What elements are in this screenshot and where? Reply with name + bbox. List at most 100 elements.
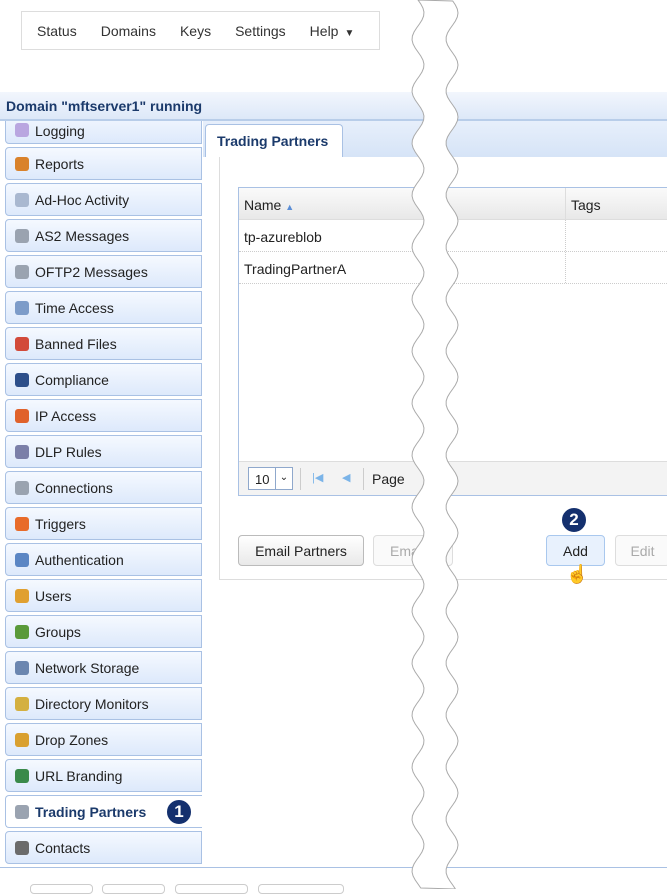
sidebar-item-label: Compliance [35,371,109,388]
sort-asc-icon: ▲ [285,202,295,212]
nav-settings[interactable]: Settings [235,22,286,39]
sidebar-item-url-branding[interactable]: URL Branding [5,759,202,792]
callout-badge-1: 1 [166,799,192,825]
sidebar-item-label: DLP Rules [35,443,102,460]
sidebar-item-label: Logging [35,123,85,139]
sidebar-item-ad-hoc-activity[interactable]: Ad-Hoc Activity [5,183,202,216]
sidebar-item-groups[interactable]: Groups [5,615,202,648]
column-header-tags[interactable]: Tags [571,197,601,213]
sidebar-item-directory-monitors[interactable]: Directory Monitors [5,687,202,720]
sidebar-item-label: Connections [35,479,113,496]
sidebar-item-label: Authentication [35,551,124,568]
page-label: Page [372,471,405,487]
gear-icon [15,480,29,495]
gear-icon [15,804,29,819]
sidebar-item-label: OFTP2 Messages [35,263,148,280]
firewall-icon [15,408,29,423]
footer-button[interactable] [30,884,93,894]
sidebar-item-dlp-rules[interactable]: DLP Rules [5,435,202,468]
sidebar-item-label: Groups [35,623,81,640]
officer-icon [15,372,29,387]
cell-name: tp-azureblob [239,220,566,251]
network-icon [15,660,29,675]
sidebar-item-oftp2-messages[interactable]: OFTP2 Messages [5,255,202,288]
partners-grid [238,187,667,496]
hand-cursor-icon: ☝ [566,564,589,584]
clock-icon [15,300,29,315]
sidebar-item-drop-zones[interactable]: Drop Zones [5,723,202,756]
footer-button[interactable] [258,884,344,894]
id-card-icon [15,552,29,567]
column-header-name[interactable]: Name ▲ [239,188,566,220]
nav-keys[interactable]: Keys [179,22,212,39]
domain-status-bar: Domain "mftserver1" running [0,92,667,121]
sidebar-item-label: Directory Monitors [35,695,149,712]
sidebar-item-label: Reports [35,155,85,172]
sidebar-item-network-storage[interactable]: Network Storage [5,651,202,684]
gears-icon [15,228,29,243]
sidebar-item-connections[interactable]: Connections [5,471,202,504]
sidebar-item-banned-files[interactable]: Banned Files [5,327,202,360]
column-name-label: Name [244,197,282,213]
sidebar-item-users[interactable]: Users [5,579,202,612]
prev-page-icon[interactable]: ◀ [342,472,351,484]
caret-down-icon: ▼ [344,27,355,39]
sidebar-item-triggers[interactable]: Triggers [5,507,202,540]
envelope-icon [15,192,29,207]
sidebar-item-authentication[interactable]: Authentication [5,543,202,576]
cell-name: TradingPartnerA [239,252,566,283]
sidebar-item-label: Trading Partners [35,803,147,820]
trigger-icon [15,516,29,531]
edit-button[interactable]: Edit [615,535,667,566]
page-size-select[interactable]: 10 ⌄ [248,467,293,490]
sidebar-item-label: URL Branding [35,767,123,784]
shield-icon [15,444,29,459]
speech-bubble-icon [15,123,29,137]
sidebar-item-label: Contacts [35,839,91,856]
address-book-icon [15,840,29,855]
group-icon [15,624,29,639]
sidebar-item-ip-access[interactable]: IP Access [5,399,202,432]
sidebar-item-label: Network Storage [35,659,140,676]
first-page-icon[interactable]: |◀ [312,472,324,484]
page-size-value: 10 [255,472,270,487]
nav-status[interactable]: Status [37,22,77,39]
nav-help[interactable]: Help ▼ [310,23,355,39]
user-icon [15,588,29,603]
sidebar-item-label: IP Access [35,407,97,424]
sidebar-item-label: AS2 Messages [35,227,130,244]
footer-button[interactable] [102,884,165,894]
add-button[interactable]: Add [546,535,605,566]
top-navigation: Status Domains Keys Settings Help ▼ [21,11,380,50]
nav-domains[interactable]: Domains [100,22,156,39]
folder-monitor-icon [15,696,29,711]
table-row[interactable]: tp-azureblob [239,220,667,252]
sidebar-item-label: Users [35,587,72,604]
email-partners-button[interactable]: Email Partners [238,535,364,566]
divider [363,468,364,490]
footer-button[interactable] [175,884,248,894]
globe-icon [15,768,29,783]
sidebar-item-time-access[interactable]: Time Access [5,291,202,324]
box-icon [15,732,29,747]
divider [300,468,301,490]
sidebar-item-label: Time Access [35,299,114,316]
sidebar-item-label: Drop Zones [35,731,109,748]
nav-help-label: Help [309,22,339,39]
sidebar-item-label: Banned Files [35,335,117,352]
sidebar-item-as2-messages[interactable]: AS2 Messages [5,219,202,252]
divider [0,867,667,868]
callout-badge-2: 2 [561,507,587,533]
chevron-down-icon: ⌄ [275,468,292,489]
bar-chart-icon [15,156,29,171]
sidebar-item-contacts[interactable]: Contacts [5,831,202,864]
gears-icon [15,264,29,279]
screenshot-break-decoration [411,0,459,889]
sidebar-item-compliance[interactable]: Compliance [5,363,202,396]
sidebar-item-label: Ad-Hoc Activity [35,191,130,208]
tab-trading-partners[interactable]: Trading Partners [205,124,343,157]
sidebar-item-reports[interactable]: Reports [5,147,202,180]
sidebar-item-trading-partners[interactable]: Trading Partners [5,795,202,828]
sidebar-item-label: Triggers [35,515,86,532]
banned-file-icon [15,336,29,351]
